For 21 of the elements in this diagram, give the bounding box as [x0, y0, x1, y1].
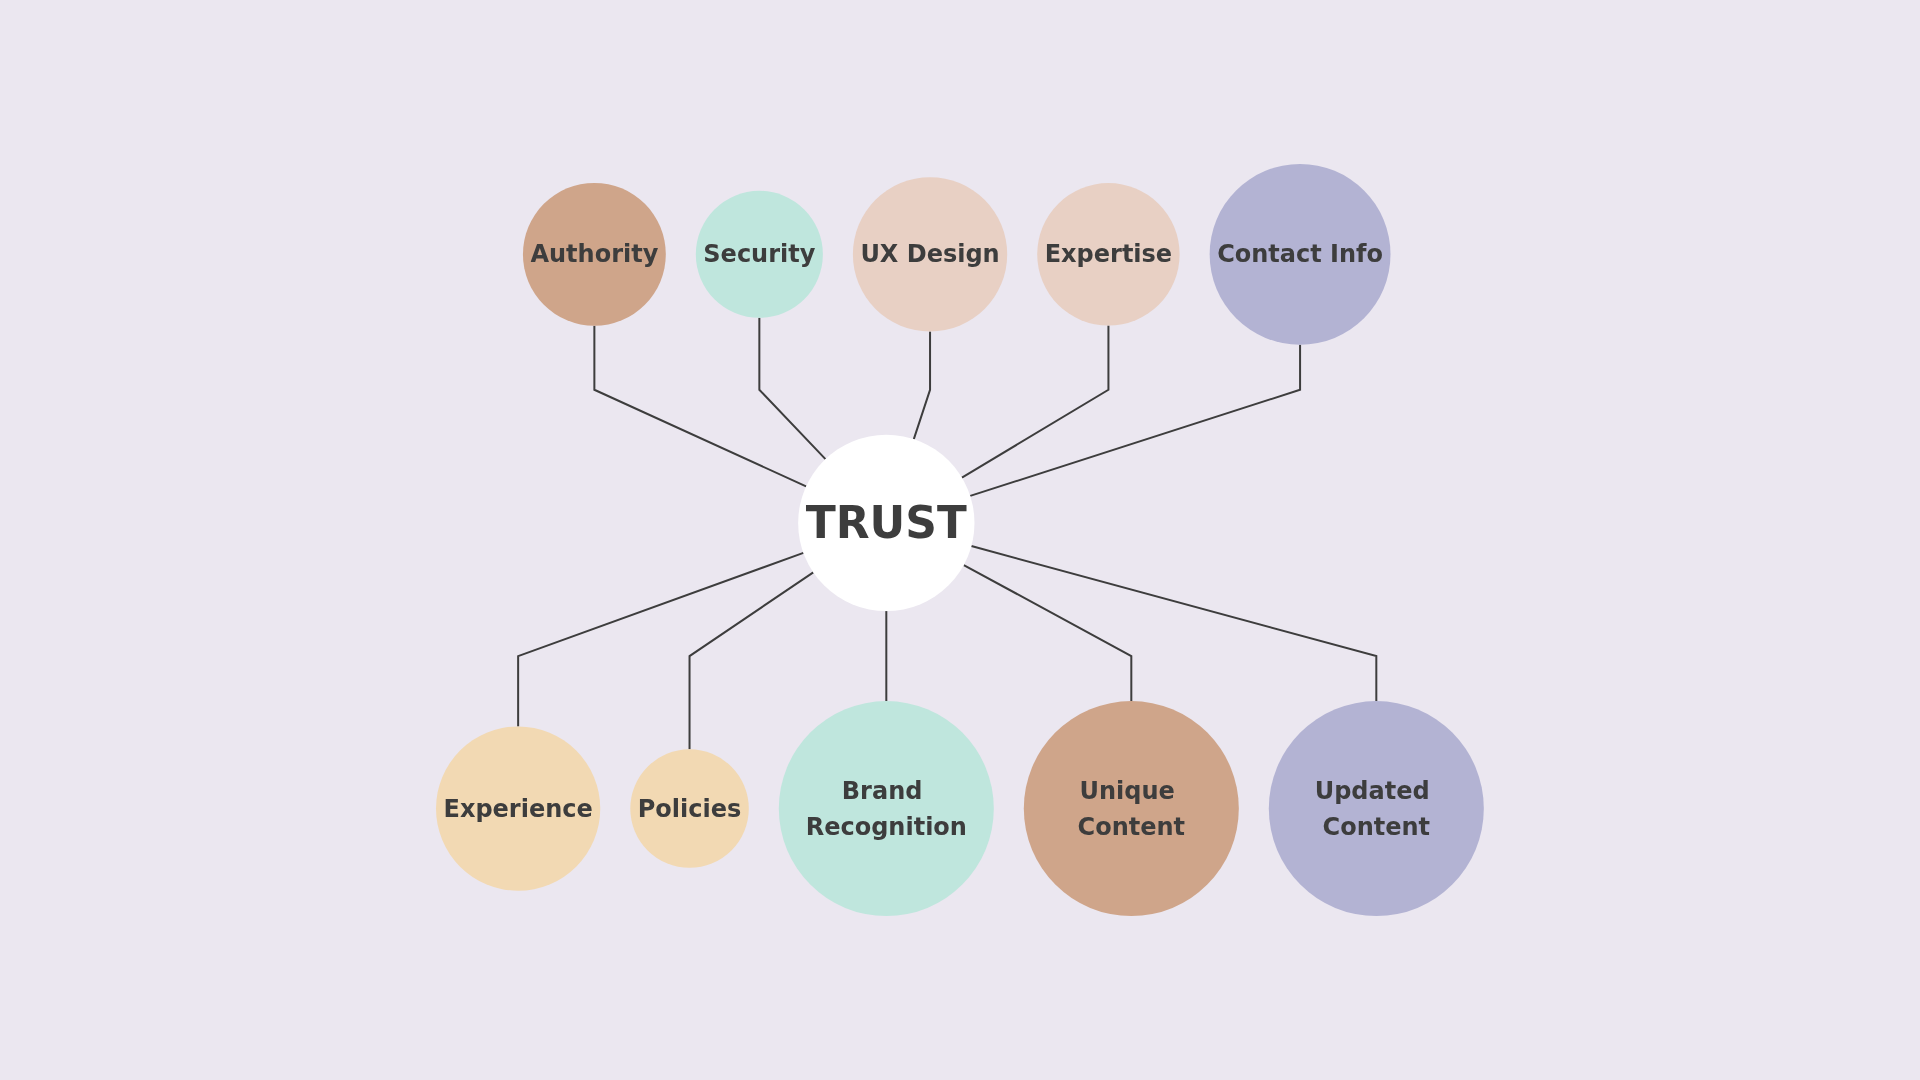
connector	[517, 551, 805, 728]
node-circle: UX Design	[852, 177, 1008, 332]
connector	[758, 316, 827, 461]
node-circle: Brand Recognition	[778, 701, 994, 917]
connector	[962, 564, 1133, 703]
node-circle: Expertise	[1037, 183, 1180, 326]
connector	[593, 324, 808, 488]
node-circle: Authority	[523, 182, 666, 326]
node-circle: Unique Content	[1023, 701, 1239, 917]
connector	[885, 610, 888, 703]
connector	[961, 324, 1110, 479]
node-circle: Policies	[630, 749, 749, 868]
node-circle: TRUST	[798, 434, 975, 612]
connector	[969, 343, 1302, 497]
node-circle: Updated Content	[1268, 701, 1484, 917]
node-circle: Experience	[436, 726, 601, 891]
connector	[912, 330, 932, 441]
node-circle: Contact Info	[1209, 163, 1391, 345]
node-circle: Security	[695, 190, 823, 318]
connector	[688, 571, 815, 751]
connector	[970, 545, 1378, 703]
